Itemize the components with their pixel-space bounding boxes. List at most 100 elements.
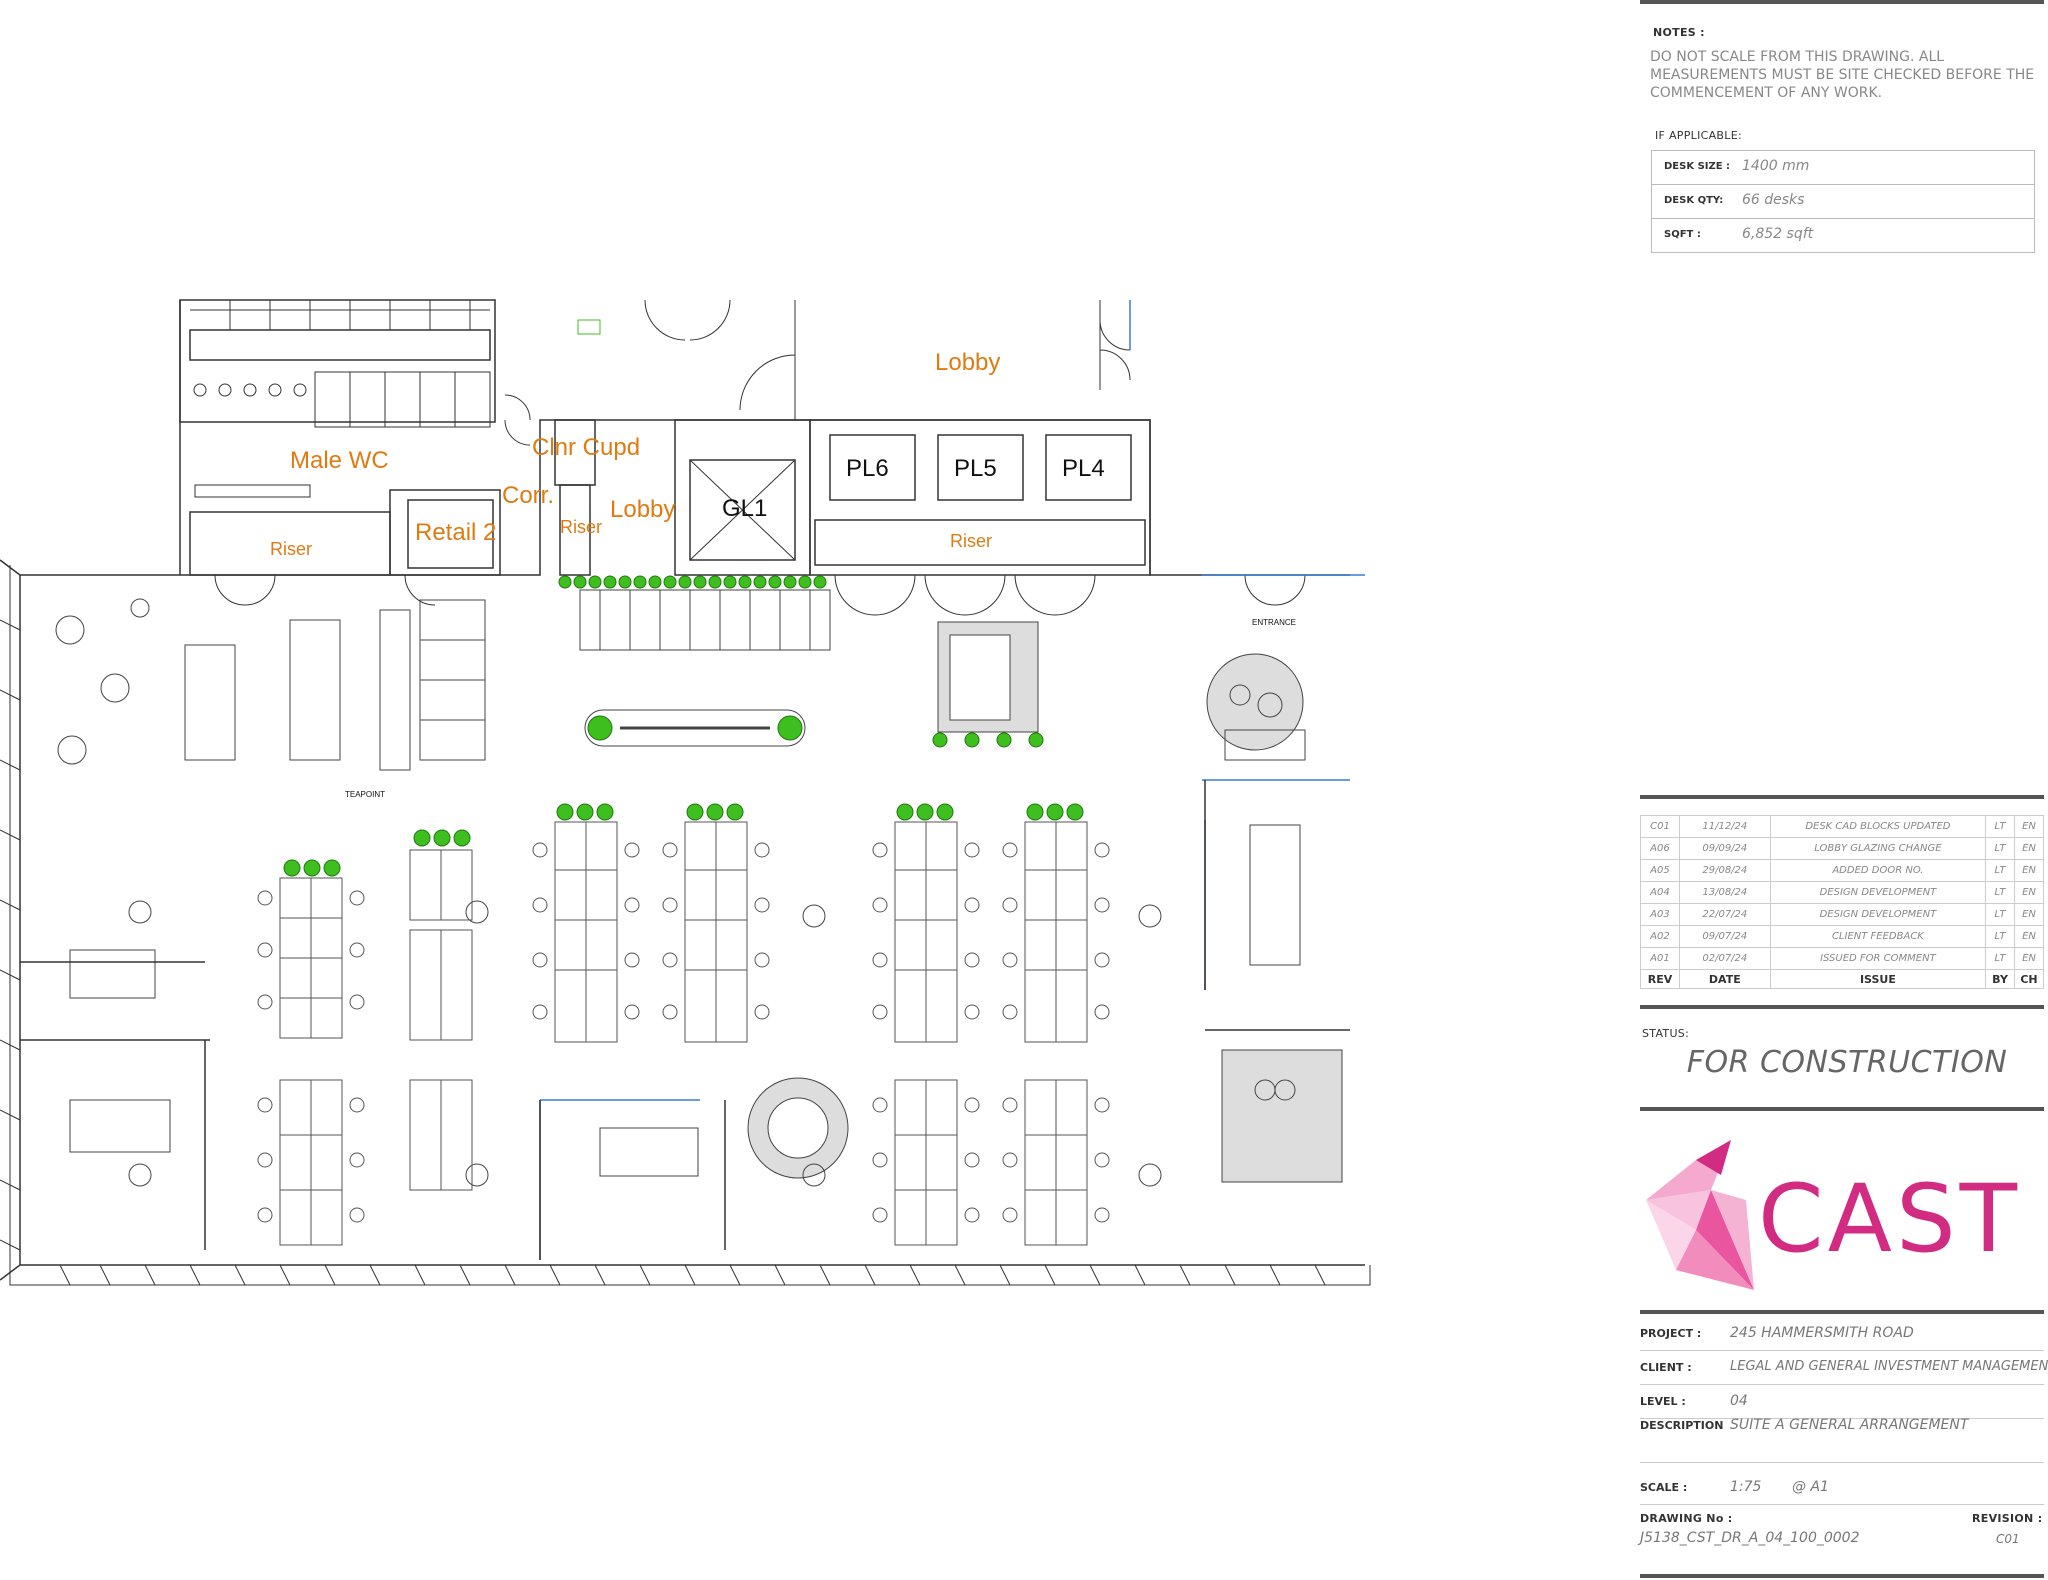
revision-issue-cell: ISSUED FOR COMMENT: [1769, 947, 1987, 970]
scale-sheet-value: @ A1: [1792, 1479, 1829, 1495]
room-label-riser-right: Riser: [950, 531, 992, 551]
revision-by-cell: LT: [1985, 859, 2016, 882]
revision-rev-cell: A06: [1640, 837, 1680, 860]
desk-size-label: DESK SIZE :: [1664, 161, 1731, 172]
sqft-label: SQFT :: [1664, 229, 1701, 240]
room-label-gl1: GL1: [722, 495, 767, 522]
revision-rev-cell: A03: [1640, 903, 1680, 926]
room-label-corr: Corr.: [502, 482, 554, 509]
status-value: FOR CONSTRUCTION: [1686, 1045, 2008, 1080]
desk-size-value: 1400 mm: [1742, 158, 1810, 174]
level-label: LEVEL :: [1640, 1395, 1686, 1408]
room-label-pl4: PL4: [1062, 455, 1105, 482]
revision-header-row: REV DATE ISSUE BY CH: [1640, 969, 2044, 989]
facade-mullions: [0, 619, 1326, 1286]
ch-header: CH: [2014, 969, 2044, 989]
rev-header: REV: [1640, 969, 1680, 989]
revision-issue-cell: ADDED DOOR NO.: [1769, 859, 1987, 882]
date-header: DATE: [1678, 969, 1771, 989]
room-label-entrance: ENTRANCE: [1252, 618, 1296, 627]
client-value: LEGAL AND GENERAL INVESTMENT MANAGEMENT: [1730, 1359, 2048, 1374]
revision-ch-cell: EN: [2014, 925, 2044, 948]
title-block: NOTES : DO NOT SCALE FROM THIS DRAWING. …: [1636, 0, 2048, 1580]
revision-ch-cell: EN: [2014, 859, 2044, 882]
client-label: CLIENT :: [1640, 1361, 1692, 1374]
desk-clusters: [279, 821, 1088, 1246]
drawing-no-label: DRAWING No :: [1640, 1512, 1733, 1525]
project-value: 245 HAMMERSMITH ROAD: [1730, 1325, 1914, 1341]
drawing-no-value: J5138_CST_DR_A_04_100_0002: [1640, 1530, 1860, 1546]
revision-ch-cell: EN: [2014, 903, 2044, 926]
revision-by-cell: LT: [1985, 815, 2016, 838]
status-label: STATUS:: [1642, 1027, 1690, 1040]
cast-logo-text: CAST: [1758, 1165, 2022, 1274]
revision-by-cell: LT: [1985, 837, 2016, 860]
revision-by-cell: LT: [1985, 903, 2016, 926]
revision-issue-cell: DESIGN DEVELOPMENT: [1769, 903, 1987, 926]
level-value: 04: [1730, 1393, 1748, 1409]
floor-plan: Lobby Male WC Clnr Cupd Corr. Riser Reta…: [0, 299, 1371, 1286]
revision-by-cell: LT: [1985, 947, 2016, 970]
if-applicable-label: IF APPLICABLE:: [1655, 129, 1742, 142]
revision-ch-cell: EN: [2014, 947, 2044, 970]
revision-by-cell: LT: [1985, 881, 2016, 904]
revision-issue-cell: LOBBY GLAZING CHANGE: [1769, 837, 1987, 860]
desk-info-box: DESK SIZE : 1400 mm DESK QTY: 66 desks SQF…: [1651, 150, 2035, 253]
revision-issue-cell: DESK CAD BLOCKS UPDATED: [1769, 815, 1987, 838]
room-label-riser-mid: Riser: [560, 517, 602, 537]
desk-qty-value: 66 desks: [1742, 192, 1805, 208]
revision-date-cell: 13/08/24: [1678, 881, 1771, 904]
revision-by-cell: LT: [1985, 925, 2016, 948]
revision-rev-cell: A01: [1640, 947, 1680, 970]
furniture: [20, 589, 1350, 1260]
revision-date-cell: 09/07/24: [1678, 925, 1771, 948]
desk-qty-label: DESK QTY:: [1664, 195, 1724, 206]
room-label-pl6: PL6: [846, 455, 889, 482]
room-label-male-wc: Male WC: [290, 447, 389, 474]
room-label-lobby-top: Lobby: [935, 349, 1000, 376]
room-label-lobby-mid: Lobby: [610, 496, 675, 523]
room-label-clnr-cupd: Clnr Cupd: [532, 434, 640, 461]
revision-date-cell: 29/08/24: [1678, 859, 1771, 882]
revision-date-cell: 11/12/24: [1678, 815, 1771, 838]
revision-date-cell: 02/07/24: [1678, 947, 1771, 970]
cast-logo-icon: [1646, 1140, 1754, 1290]
by-header: BY: [1985, 969, 2016, 989]
revision-label: REVISION :: [1972, 1512, 2043, 1525]
issue-header: ISSUE: [1769, 969, 1987, 989]
revision-date-cell: 09/09/24: [1678, 837, 1771, 860]
notes-label: NOTES :: [1653, 26, 1705, 39]
description-label: DESCRIPTION: [1640, 1419, 1724, 1432]
revision-date-cell: 22/07/24: [1678, 903, 1771, 926]
room-label-teapoint: TEAPOINT: [345, 790, 385, 799]
revision-rev-cell: A04: [1640, 881, 1680, 904]
revision-value: C01: [1996, 1532, 2020, 1546]
description-value: SUITE A GENERAL ARRANGEMENT: [1730, 1417, 1969, 1433]
revision-rev-cell: C01: [1640, 815, 1680, 838]
room-label-riser-left: Riser: [270, 539, 312, 559]
scale-value: 1:75: [1730, 1479, 1762, 1495]
sqft-value: 6,852 sqft: [1742, 226, 1814, 242]
project-label: PROJECT :: [1640, 1327, 1702, 1340]
building-outline: [0, 300, 1365, 1281]
revision-ch-cell: EN: [2014, 815, 2044, 838]
revision-ch-cell: EN: [2014, 837, 2044, 860]
revision-issue-cell: DESIGN DEVELOPMENT: [1769, 881, 1987, 904]
notes-text: DO NOT SCALE FROM THIS DRAWING. ALL MEAS…: [1650, 49, 2035, 101]
revision-rev-cell: A05: [1640, 859, 1680, 882]
revision-issue-cell: CLIENT FEEDBACK: [1769, 925, 1987, 948]
room-label-pl5: PL5: [954, 455, 997, 482]
scale-label: SCALE :: [1640, 1481, 1688, 1494]
room-label-retail-2: Retail 2: [415, 519, 496, 546]
planters: [283, 319, 1084, 877]
revision-rev-cell: A02: [1640, 925, 1680, 948]
revision-ch-cell: EN: [2014, 881, 2044, 904]
